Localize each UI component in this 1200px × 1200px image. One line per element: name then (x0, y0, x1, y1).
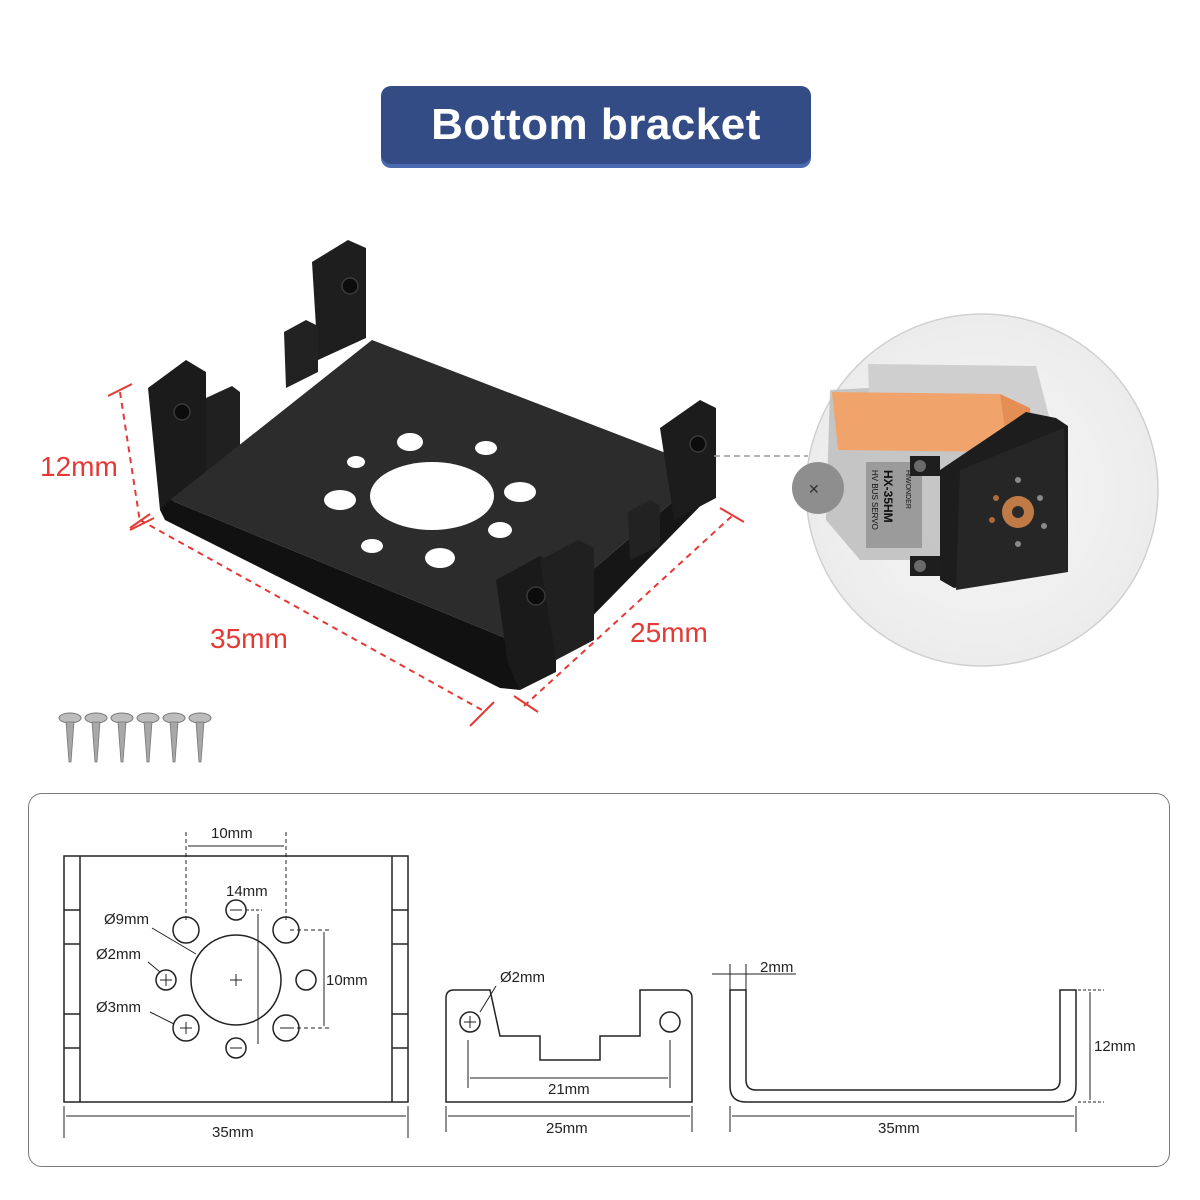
profile-dim-thickness: 2mm (760, 959, 793, 976)
front-dim-length: 35mm (212, 1124, 254, 1141)
profile-dim-height: 12mm (1094, 1038, 1136, 1055)
side-dim-hole: Ø2mm (500, 969, 545, 986)
front-dim-right: 10mm (326, 972, 368, 989)
servo-brand-text: HIWONDER (904, 470, 911, 509)
screw-icon (58, 712, 82, 763)
profile-view (712, 964, 1104, 1132)
front-dim-small-dia: Ø2mm (96, 946, 141, 963)
screw-icon (84, 712, 108, 763)
page-title: Bottom bracket (431, 100, 761, 149)
side-dim-inner: 21mm (548, 1081, 590, 1098)
bracket-render (148, 240, 716, 690)
technical-drawing-panel (28, 793, 1170, 1167)
title-banner: Bottom bracket (381, 86, 811, 164)
hero-height-label: 12mm (40, 451, 118, 482)
front-dim-small: 14mm (226, 883, 268, 900)
hero-length-label: 35mm (210, 623, 288, 654)
side-view (445, 985, 693, 1132)
profile-dim-length: 35mm (878, 1120, 920, 1137)
servo-type-text: HV BUS SERVO (870, 470, 879, 530)
front-view (63, 832, 409, 1138)
servo-model-text: HX-35HM (881, 470, 895, 523)
front-dim-top: 10mm (211, 825, 253, 842)
dimension-lines (107, 383, 745, 727)
hero-width-label: 25mm (630, 617, 708, 648)
screw-icon (136, 712, 160, 763)
hero-illustration: 12mm 35mm 25mm HV BUS SERVO HX-35HM HIWO… (40, 240, 1159, 763)
screws-row (58, 712, 212, 763)
front-dim-center-dia: Ø9mm (104, 911, 149, 928)
front-dim-mount-dia: Ø3mm (96, 999, 141, 1016)
servo-inset: HV BUS SERVO HX-35HM HIWONDER ✕ (792, 313, 1159, 667)
side-dim-width: 25mm (546, 1120, 588, 1137)
screw-icon (162, 712, 186, 763)
screw-icon (110, 712, 134, 763)
svg-text:✕: ✕ (808, 481, 820, 497)
screw-icon (188, 712, 212, 763)
